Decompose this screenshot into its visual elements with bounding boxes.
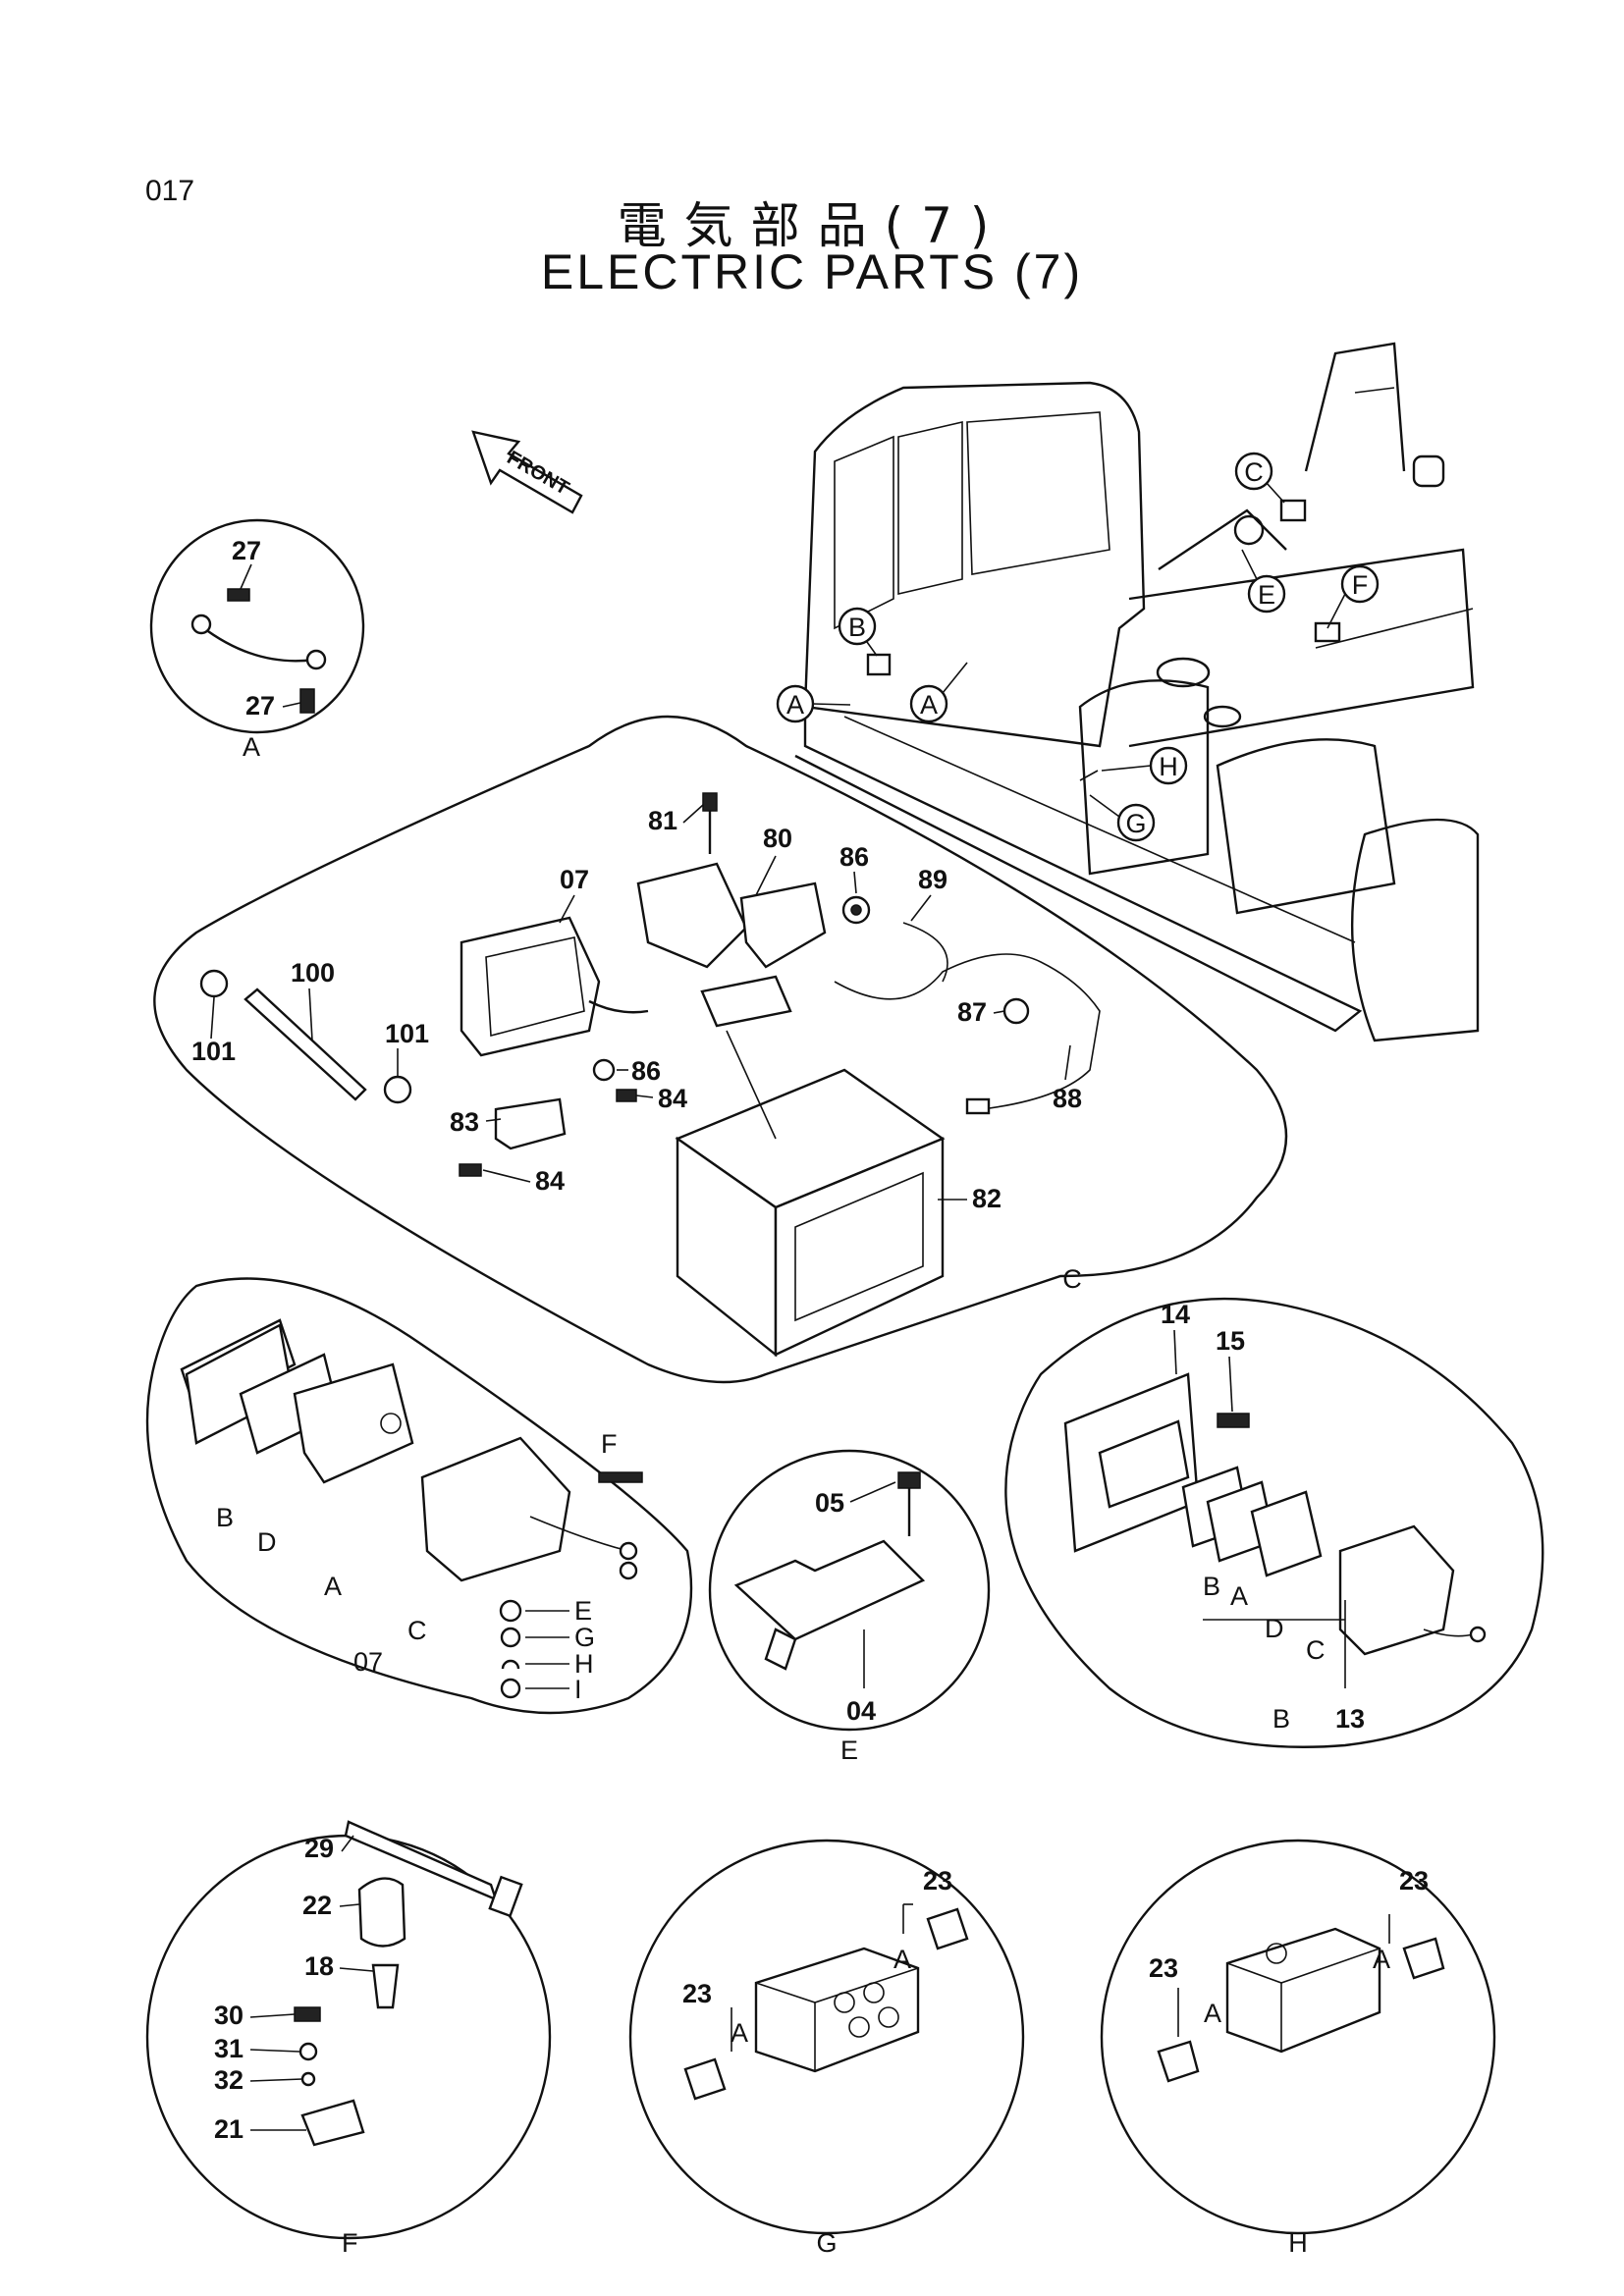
letter-e: E [574,1596,592,1626]
detail-c-label: C [1062,1264,1082,1294]
svg-text:B: B [848,613,866,642]
letter-d-det: D [1265,1614,1284,1643]
callout-81: 81 [648,806,677,835]
callout-101-right: 101 [385,1019,429,1048]
detail-b: 14 15 B A D C 13 B [1004,1297,1544,1748]
callout-15: 15 [1216,1326,1245,1356]
marker-e: E [1241,549,1286,614]
callout-83: 83 [450,1107,479,1137]
svg-text:F: F [1352,570,1369,600]
callout-88: 88 [1053,1084,1082,1113]
title-english: ELECTRIC PARTS (7) [540,244,1084,299]
svg-text:E: E [1258,580,1275,610]
marker-b: B [838,607,878,657]
callout-23-left-h: 23 [1149,1953,1178,1983]
svg-text:A: A [786,690,804,720]
page-number: 017 [145,175,195,207]
callout-86-bottom: 86 [631,1056,661,1086]
callout-21: 21 [214,2114,244,2144]
callout-13: 13 [1335,1704,1365,1734]
detail-g-label: G [816,2228,837,2258]
callout-18: 18 [304,1951,334,1981]
detail-e-label: E [840,1735,858,1765]
letter-d: D [257,1527,277,1557]
letter-c: C [407,1616,427,1645]
marker-h: H [1101,746,1188,785]
detail-g: 23 A 23 A G [628,1839,1025,2258]
detail-b-label: B [1272,1704,1290,1734]
marker-f: F [1326,564,1380,629]
detail-a-label: A [243,732,260,762]
callout-89: 89 [918,865,947,894]
detail-h: 23 A 23 A H [1100,1839,1496,2258]
callout-07: 07 [560,865,589,894]
detail-a: 27 27 A [149,518,365,762]
letter-a-g1: A [893,1945,911,1974]
svg-text:H: H [1159,752,1178,781]
callout-29: 29 [304,1834,334,1863]
callout-84-top: 84 [658,1084,687,1113]
callout-101-left: 101 [191,1037,236,1066]
detail-f-label: F [342,2228,358,2258]
callout-30: 30 [214,2001,244,2030]
letter-f: F [601,1429,618,1459]
callout-80: 80 [763,824,792,853]
callout-100: 100 [291,958,335,988]
title-japanese: 電気部品(7) [617,197,1007,254]
callout-04: 04 [846,1696,876,1726]
front-arrow: FRONT [471,430,583,514]
letter-g: G [574,1623,595,1652]
svg-text:G: G [1125,809,1146,838]
callout-84-bottom: 84 [535,1166,565,1196]
detail-h-label: H [1288,2228,1308,2258]
marker-a2: A [909,662,968,723]
callout-14: 14 [1161,1300,1190,1329]
callout-22: 22 [302,1891,332,1920]
letter-a-h1: A [1373,1945,1390,1974]
letter-a-g2: A [731,2018,748,2048]
svg-text:A: A [920,690,938,720]
letter-h: H [574,1649,594,1679]
machine-markers: A A B C E F G H [776,452,1380,842]
callout-86-top: 86 [839,842,869,872]
letter-a-h2: A [1204,1999,1221,2028]
callout-87: 87 [957,997,987,1027]
letter-i: I [574,1675,582,1704]
letter-b-det: B [1203,1572,1220,1601]
letter-a-det: A [1230,1581,1248,1611]
svg-text:C: C [1244,457,1264,487]
callout-27-top: 27 [232,536,261,565]
detail-e: 05 04 E [708,1449,991,1765]
callout-32: 32 [214,2065,244,2095]
callout-82: 82 [972,1184,1001,1213]
detail-07-label: 07 [353,1647,383,1677]
callout-31: 31 [214,2034,244,2063]
excavator-illustration [794,342,1480,1042]
callout-23-left: 23 [682,1979,712,2008]
letter-a: A [324,1572,342,1601]
callout-05: 05 [815,1488,844,1518]
detail-f: 29 22 18 30 31 32 21 F [145,1820,552,2258]
letter-c-det: C [1306,1635,1326,1665]
marker-a1: A [776,684,851,723]
marker-g: G [1089,794,1156,842]
callout-23-top: 23 [923,1866,952,1896]
detail-c: 81 80 86 89 07 100 101 101 86 84 83 84 8… [153,715,1288,1384]
detail-07: B D A C E G H I F 07 [145,1277,693,1715]
callout-23-top-h: 23 [1399,1866,1429,1896]
letter-b: B [216,1503,234,1532]
marker-c: C [1234,452,1285,504]
callout-27-bottom: 27 [245,691,275,721]
